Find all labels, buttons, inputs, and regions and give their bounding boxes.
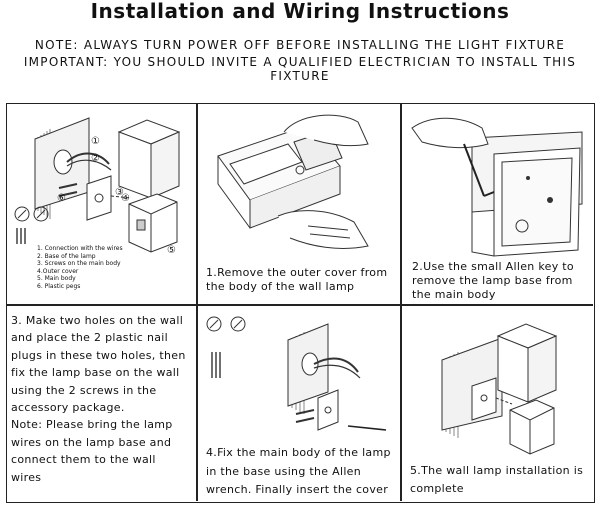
step-3-line: and place the 2 plastic nail [11, 331, 168, 345]
legend-item: 5. Main body [37, 275, 76, 283]
page-title: Installation and Wiring Instructions [90, 0, 510, 23]
exploded-diagram [7, 104, 196, 304]
step-4-illustration [198, 306, 400, 502]
step-3-line: using the 2 screws in the [11, 383, 157, 397]
step-3-text: 3. Make two holes on the wall and place … [11, 312, 194, 486]
callout-6: ⑥ [57, 193, 67, 204]
callout-3: ③ [115, 187, 125, 198]
cell-step-5: 5.The wall lamp installation is complete [402, 306, 593, 502]
step-1-caption: 1.Remove the outer cover from the body o… [206, 266, 388, 293]
cell-step-4: 4.Fix the main body of the lamp in the b… [198, 306, 400, 502]
cell-exploded-view: ① ② ③ ④ ⑤ ⑥ 1. Connection with the wires… [7, 104, 196, 304]
step-5-caption: 5.The wall lamp installation is complete [410, 464, 584, 495]
step-3-line: fix the lamp base on the wall [11, 366, 180, 380]
callout-4: ④ [121, 193, 131, 204]
callout-5: ⑤ [167, 245, 177, 256]
step-1-illustration [198, 104, 400, 304]
legend-item: 6. Plastic pegs [37, 282, 81, 290]
cell-step-3: 3. Make two holes on the wall and place … [7, 306, 196, 502]
grid-divider [400, 104, 402, 501]
callout-2: ② [91, 153, 101, 164]
important-note: IMPORTANT: YOU SHOULD INVITE A QUALIFIED… [23, 55, 577, 83]
legend-item: 1. Connection with the wires [37, 245, 123, 252]
step-3-line: accessory package. [11, 401, 125, 415]
step-3-line: wires on the lamp base and [11, 435, 172, 449]
safety-note: NOTE: ALWAYS TURN POWER OFF BEFORE INSTA… [34, 38, 566, 52]
step-5-illustration [402, 306, 593, 502]
legend-item: 4.Outer cover [37, 267, 79, 275]
legend-item: 3. Screws on the main body [37, 260, 121, 268]
step-3-line: connect them to the wall [11, 453, 156, 467]
step-3-line: wires [11, 470, 42, 484]
grid-divider [7, 304, 593, 306]
grid-divider [196, 104, 198, 501]
step-3-line: plugs in these two holes, then [11, 348, 186, 362]
parts-legend: 1. Connection with the wires 2. Base of … [37, 245, 123, 291]
instruction-grid: ① ② ③ ④ ⑤ ⑥ 1. Connection with the wires… [6, 103, 595, 503]
step-4-caption: 4.Fix the main body of the lamp in the b… [206, 446, 391, 496]
step-3-line: 3. Make two holes on the wall [11, 314, 184, 327]
step-2-caption: 2.Use the small Allen key to remove the … [412, 260, 574, 301]
cell-step-1: 1.Remove the outer cover from the body o… [198, 104, 400, 304]
step-3-line: Note: Please bring the lamp [11, 418, 173, 432]
callout-1: ① [91, 136, 101, 147]
cell-step-2: 2.Use the small Allen key to remove the … [402, 104, 593, 304]
legend-item: 2. Base of the lamp [37, 252, 96, 260]
step-2-illustration [402, 104, 593, 304]
